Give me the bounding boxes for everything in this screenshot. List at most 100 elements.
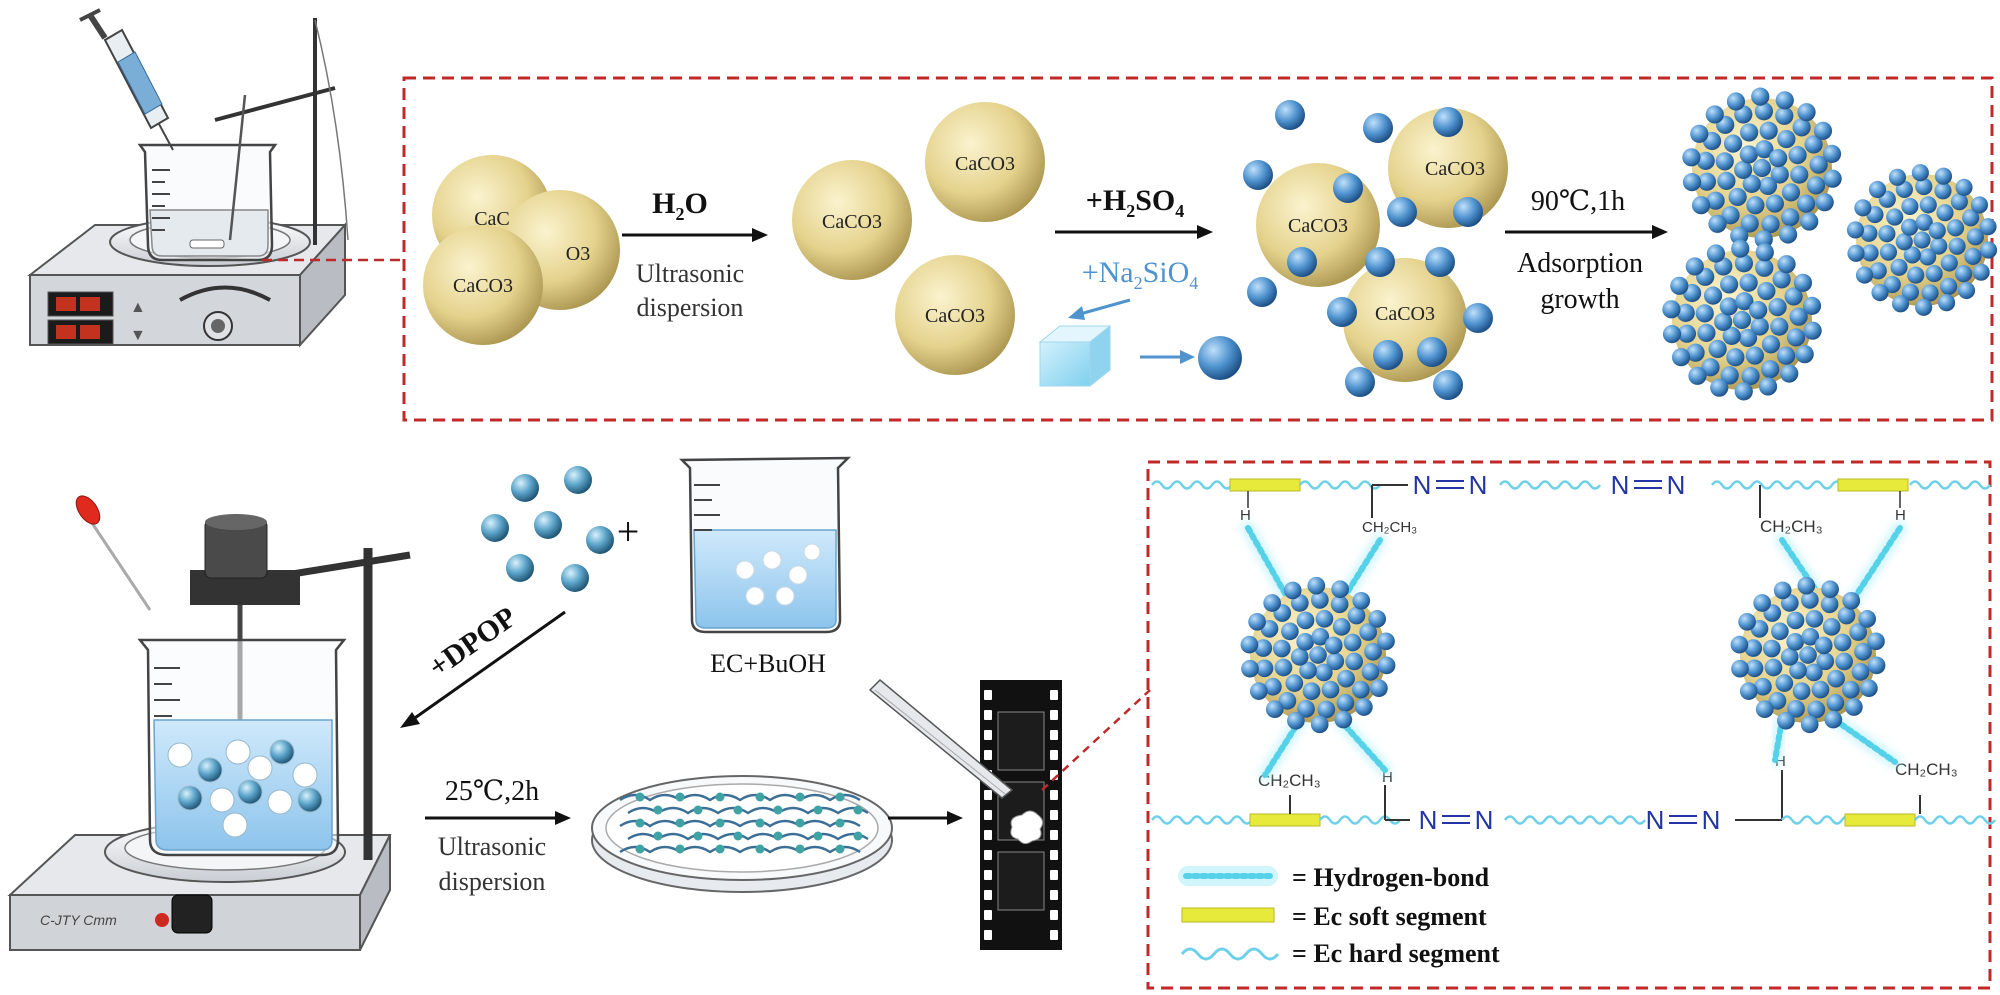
caco3-label-g: CaCO3 <box>1288 215 1348 237</box>
silica-sphere <box>1757 281 1776 301</box>
silica-sphere <box>1749 301 1768 320</box>
svg-text:▲: ▲ <box>130 299 146 316</box>
silica-sphere <box>1800 715 1819 734</box>
silica-sphere <box>1816 652 1835 671</box>
silica-sphere <box>1352 591 1371 610</box>
silica-sphere <box>1336 693 1355 712</box>
silica-sphere <box>1854 199 1872 217</box>
silica-sphere <box>1311 627 1330 646</box>
silica-sphere <box>1722 326 1741 345</box>
silica-sphere <box>1706 191 1725 210</box>
silica-sphere <box>1790 165 1809 184</box>
silica-sphere <box>1903 246 1921 264</box>
silica-sphere <box>1243 160 1273 190</box>
beaker-bottom <box>137 638 347 857</box>
silica-sphere <box>1895 233 1913 251</box>
silica-sphere <box>1703 286 1723 305</box>
silica-sphere <box>1915 177 1933 196</box>
silica-sphere <box>1332 618 1351 636</box>
hydrogen-bond <box>1828 713 1902 769</box>
dpop-arrow <box>400 610 566 728</box>
dpop-label: +DPOP <box>423 600 523 684</box>
silica-sphere <box>1309 646 1327 664</box>
silica-sphere <box>1710 378 1729 397</box>
silica-sphere <box>1764 658 1783 677</box>
silica-sphere <box>1773 581 1792 600</box>
silica-sphere <box>1804 663 1823 682</box>
silica-sphere <box>1686 343 1705 362</box>
silica-sphere <box>1797 576 1816 595</box>
legend: = Hydrogen-bond = Ec soft segment = Ec h… <box>1178 863 1500 968</box>
silica-sphere <box>1814 636 1833 655</box>
silica-sphere <box>1761 335 1781 354</box>
svg-text:N: N <box>1611 470 1630 500</box>
silica-sphere <box>1845 698 1863 716</box>
silica-sphere <box>1738 612 1756 631</box>
hard-segment <box>1298 480 1382 490</box>
silica-sphere <box>1740 214 1759 233</box>
silica-sphere <box>1849 623 1867 641</box>
silica-sphere <box>1425 247 1455 277</box>
silica-sphere <box>1331 580 1349 599</box>
silica-sphere <box>1662 325 1682 344</box>
silica-sphere <box>1377 656 1396 675</box>
silica-sphere <box>1730 635 1749 654</box>
svg-text:N: N <box>1667 470 1686 500</box>
coated-particles <box>1662 87 1998 401</box>
silica-sphere <box>1878 225 1896 243</box>
step1-process-line1: Ultrasonic <box>636 259 744 288</box>
silica-sphere <box>1901 197 1919 216</box>
silica-sphere <box>1930 237 1948 255</box>
silica-sphere <box>1861 244 1879 262</box>
soft-segment <box>1249 813 1321 827</box>
caco3-label-i: CaCO3 <box>1375 303 1435 325</box>
silica-sphere <box>1799 646 1817 664</box>
silica-sphere <box>1824 710 1843 729</box>
beaker-bead <box>225 739 251 765</box>
legend-item-hard-segment: = Ec hard segment <box>1180 939 1500 968</box>
beaker-bead <box>267 789 293 815</box>
coated-particle <box>1846 164 1998 316</box>
silica-sphere <box>1762 639 1781 658</box>
silica-sphere <box>1946 219 1965 237</box>
soft-segment <box>1837 478 1909 492</box>
silica-sphere <box>1811 680 1830 699</box>
silica-sphere <box>1915 213 1933 231</box>
step1-reagent: H2O <box>652 187 708 224</box>
caco3-with-silica: CaCO3 CaCO3 CaCO3 <box>1243 100 1508 400</box>
silica-sphere <box>1768 692 1787 710</box>
silica-sphere <box>1759 121 1778 140</box>
silica-sphere <box>1742 174 1761 193</box>
silica-sphere <box>1777 255 1796 274</box>
silica-sphere <box>1934 182 1952 200</box>
silica-sphere <box>1805 609 1824 628</box>
silica-sphere <box>1919 196 1937 214</box>
silica-sphere <box>1827 669 1845 688</box>
tweezers-icon <box>868 678 1014 799</box>
silica-sphere <box>1726 348 1745 367</box>
silica-sphere <box>1775 106 1794 125</box>
silica-sphere <box>1730 226 1749 245</box>
silica-sphere <box>1813 121 1833 140</box>
silica-sphere <box>1691 196 1711 215</box>
hard-segment <box>1498 480 1602 490</box>
silica-sphere <box>1867 656 1886 675</box>
silica-sphere <box>1302 682 1321 701</box>
silica-sphere <box>1745 346 1764 365</box>
silica-sphere <box>1345 652 1364 671</box>
silica-sphere <box>1972 263 1990 281</box>
silica-sphere <box>1317 700 1336 719</box>
silica-sphere <box>1888 168 1907 186</box>
hard-segment <box>1908 480 1992 490</box>
silica-sphere <box>1911 164 1929 182</box>
legend-text-hard-segment: = Ec hard segment <box>1292 939 1500 968</box>
silica-sphere-icon <box>1198 336 1242 380</box>
hydrogen-bond <box>1333 713 1392 777</box>
silica-sphere <box>1330 595 1349 614</box>
silica-sphere <box>1851 663 1870 681</box>
silica-sphere <box>1732 310 1752 330</box>
silica-sphere <box>1333 173 1363 203</box>
silica-sphere <box>1758 176 1778 196</box>
beaker-bead <box>222 812 248 838</box>
silica-sphere <box>1720 366 1739 385</box>
